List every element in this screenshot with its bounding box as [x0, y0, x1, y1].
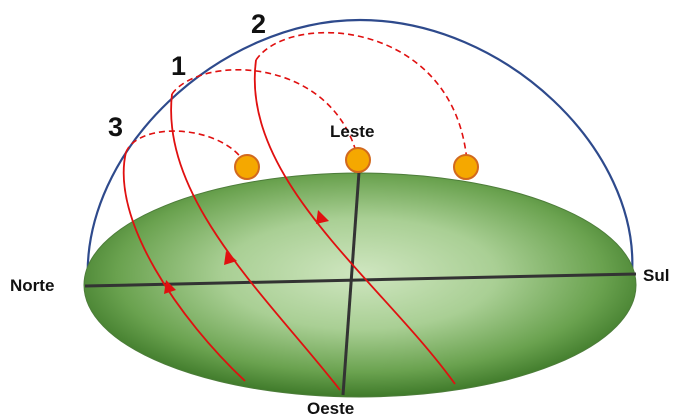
- path-1-arrow: [224, 251, 237, 265]
- path-2-arrow: [316, 210, 329, 224]
- path-number-2: 2: [251, 9, 266, 39]
- sun-path-2: [453, 154, 479, 180]
- sun-path-1-solid: [170, 93, 341, 391]
- path-number-1: 1: [171, 51, 186, 81]
- label-south: Sul: [643, 266, 669, 285]
- sun-path-1: [345, 147, 371, 173]
- label-north: Norte: [10, 276, 54, 295]
- sun-path-2-solid: [253, 59, 456, 385]
- sky-dome-outline: [86, 18, 634, 285]
- sun-path-3: [234, 154, 260, 180]
- label-west: Oeste: [307, 399, 354, 418]
- sun-path-1-dashed: [171, 69, 358, 156]
- north-south-axis: [84, 272, 637, 288]
- east-west-axis: [341, 171, 361, 396]
- sun-path-3-solid: [122, 151, 246, 382]
- path-3-arrow: [164, 280, 176, 294]
- sun-path-2-dashed: [255, 31, 468, 163]
- label-east: Leste: [330, 122, 374, 141]
- path-number-3: 3: [108, 112, 123, 142]
- sun-path-3-dashed: [125, 130, 247, 166]
